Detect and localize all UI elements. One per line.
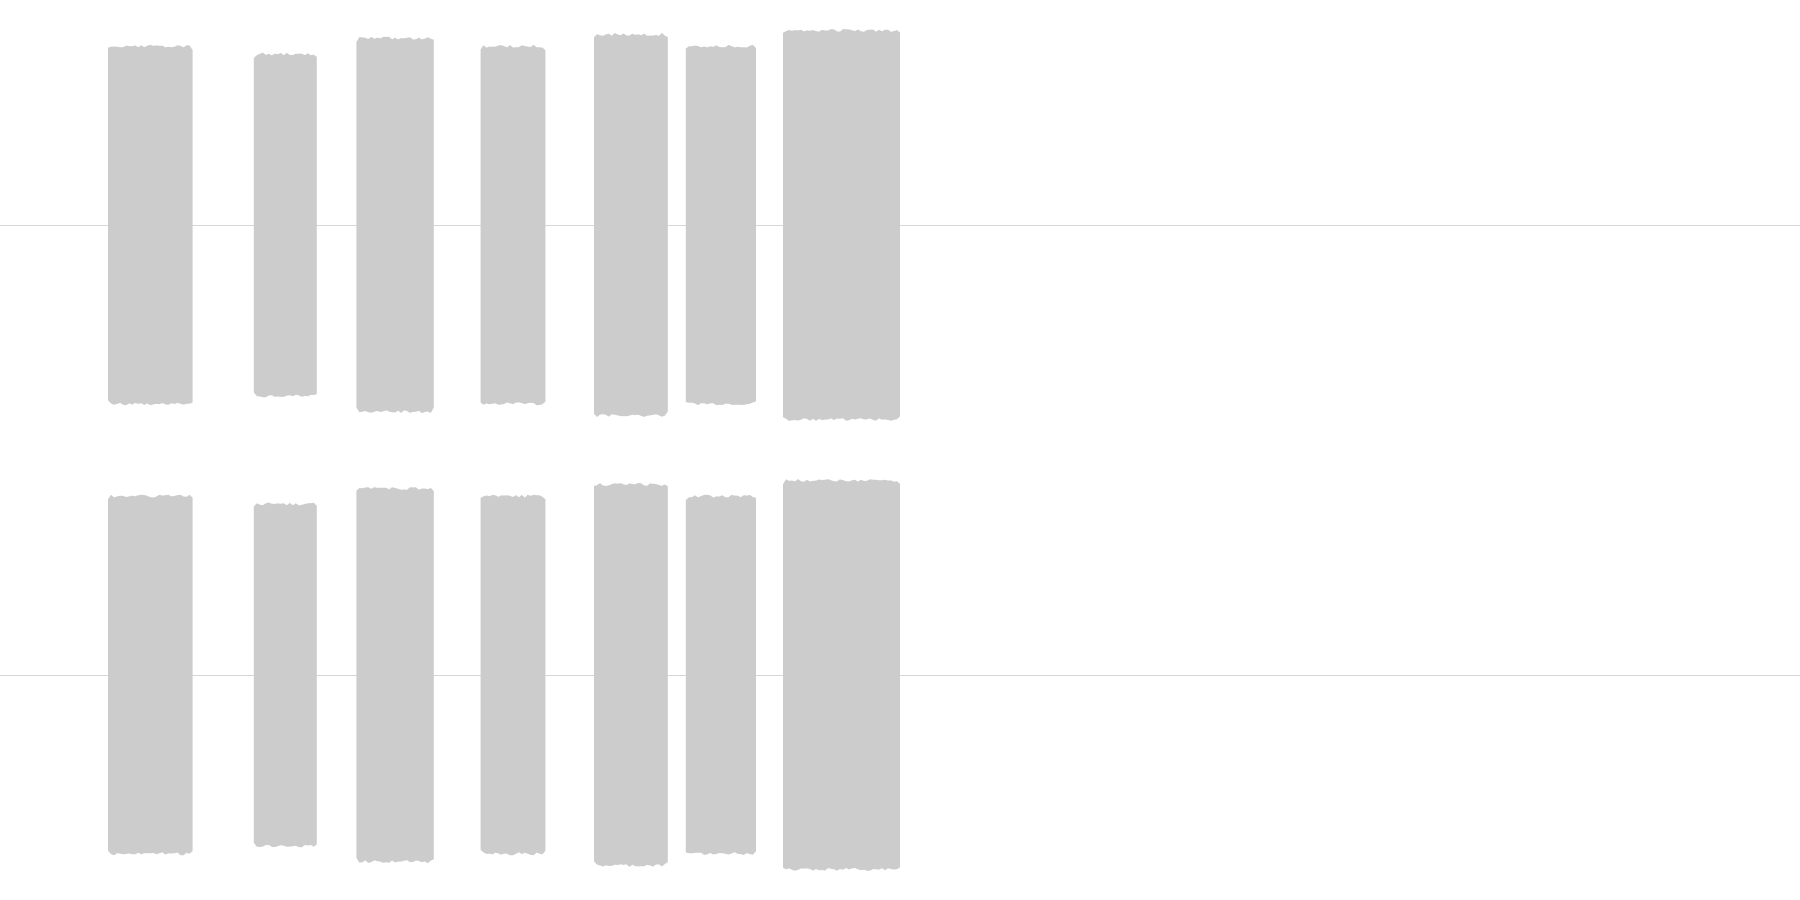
channel-2 <box>0 479 1800 871</box>
channel-1-waveform-segment-7 <box>783 29 900 421</box>
channel-1-waveform-segment-2 <box>253 52 317 398</box>
channel-1-waveform-segment-5 <box>594 32 668 418</box>
channel-2-waveform-segment-7 <box>783 479 900 871</box>
channel-1 <box>0 29 1800 421</box>
channel-1-segments <box>108 29 900 421</box>
channel-1-waveform-segment-6 <box>685 44 756 406</box>
channel-2-waveform-segment-4 <box>480 494 546 856</box>
channel-1-waveform-segment-1 <box>108 44 193 406</box>
channel-2-waveform-segment-2 <box>253 502 317 848</box>
channel-2-waveform-segment-1 <box>108 494 193 856</box>
channel-1-waveform-segment-4 <box>480 44 546 406</box>
channel-1-waveform-segment-3 <box>356 36 434 414</box>
channel-2-segments <box>108 479 900 871</box>
channel-2-waveform-segment-6 <box>685 494 756 855</box>
channel-2-waveform-segment-3 <box>356 487 434 864</box>
channel-2-waveform-segment-5 <box>594 482 668 867</box>
